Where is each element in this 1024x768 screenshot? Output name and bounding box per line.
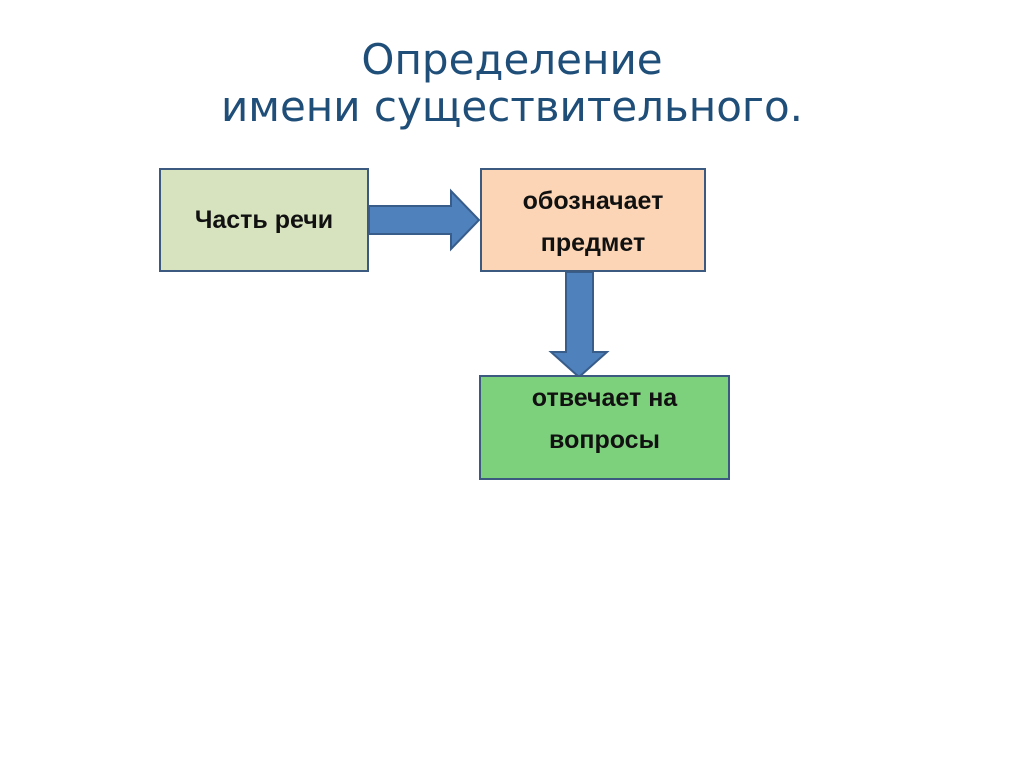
box-denotes-object: обозначает предмет (480, 168, 706, 272)
box-denotes-object-label: обозначает предмет (522, 187, 664, 257)
box-answers-questions-label: отвечает на вопросы (531, 384, 678, 454)
arrow-right (368, 188, 481, 252)
title-line-2: имени существительного. (220, 82, 804, 132)
arrow-down (548, 271, 610, 379)
title-line-1: Определение (361, 35, 663, 84)
slide-title: Определение имени существительного. (0, 36, 1024, 130)
box-answers-questions: отвечает на вопросы (479, 375, 730, 480)
box-part-of-speech-label: Часть речи (194, 206, 334, 234)
box-part-of-speech: Часть речи (159, 168, 369, 272)
